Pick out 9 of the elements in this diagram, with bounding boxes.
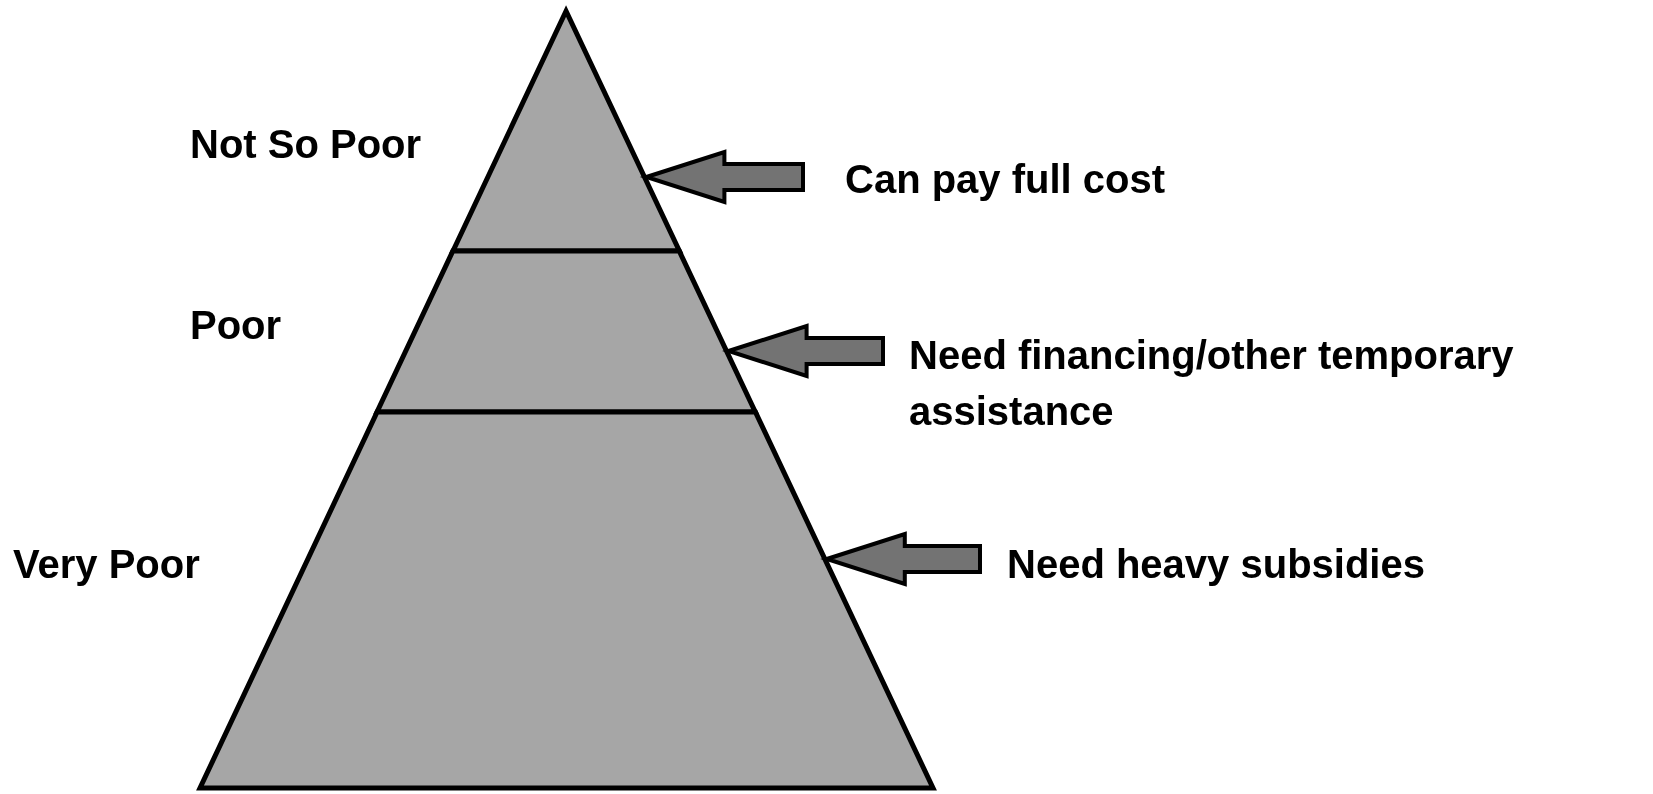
block-arrow bbox=[722, 323, 885, 379]
annotation-text: Can pay full cost bbox=[803, 151, 1223, 207]
tier-label: Not So Poor bbox=[190, 121, 422, 168]
block-arrow bbox=[820, 531, 982, 587]
annotation-text: Need financing/other temporary assistance bbox=[883, 327, 1649, 439]
annotation-text: Need heavy subsidies bbox=[980, 536, 1540, 592]
tier-label: Poor bbox=[190, 302, 282, 349]
block-arrow bbox=[639, 149, 805, 205]
tier-label: Very Poor bbox=[13, 541, 200, 588]
